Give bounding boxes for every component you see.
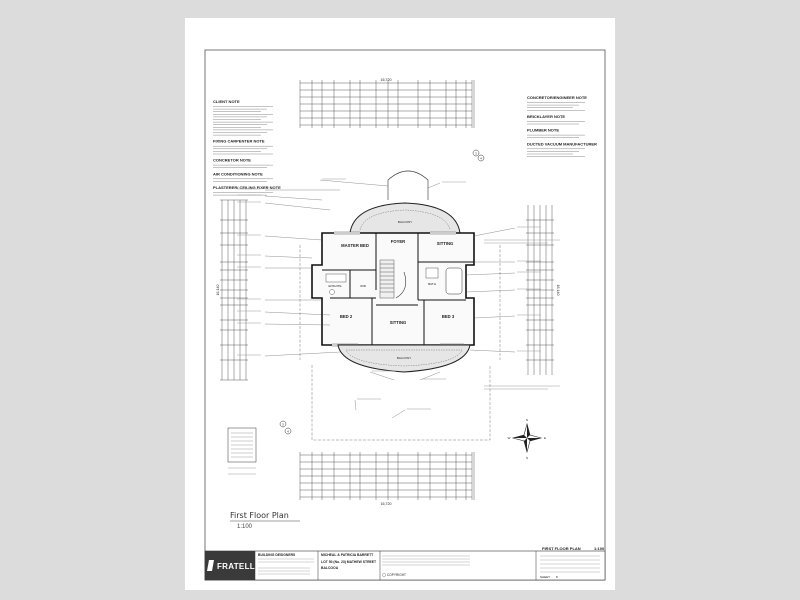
- logo-text: FRATELLE: [217, 562, 261, 571]
- right-notes: CONCRETOR/ENGINEER NOTE BRICKLAYER NOTE PL…: [527, 95, 597, 157]
- room-bed-2: BED 2: [340, 314, 353, 319]
- top-dimensions: [300, 82, 472, 126]
- logo-panel: [205, 551, 255, 580]
- sheet-title: FIRST FLOOR PLAN: [542, 546, 581, 551]
- compass-w: W: [508, 436, 511, 440]
- site-suburb: BALCOOA: [321, 566, 339, 570]
- svg-text:3: 3: [282, 423, 284, 427]
- ensuite-toilet: [329, 289, 335, 295]
- left-dimension-ticks: [220, 199, 248, 381]
- room-bath: BATH: [428, 282, 436, 286]
- overall-left-dimension: 16,140: [216, 285, 220, 296]
- sheet-label: SHEET: [540, 575, 550, 579]
- copyright-icon: [382, 573, 386, 577]
- room-sitting-top: SITTING: [437, 241, 454, 246]
- sheet-scale: 1:100: [594, 546, 605, 551]
- compass-e: E: [544, 436, 546, 440]
- left-notes: CLIENT NOTE FIXING CARPENTER NOTE CONCRETO…: [213, 99, 281, 196]
- section-callout-top: 3 4: [472, 149, 485, 162]
- room-master-bed: MASTER BED: [341, 243, 369, 248]
- svg-text:4: 4: [287, 430, 289, 434]
- bottom-dimensions: [300, 454, 472, 498]
- svg-text:3: 3: [475, 152, 477, 156]
- title-block: FRATELLE BUILDING DESIGNERS MICHEAL & PA…: [204, 546, 606, 581]
- logo-mark-icon: [207, 560, 214, 571]
- legend-box: [227, 427, 257, 475]
- balcony-top: [349, 202, 461, 234]
- balcony-bottom: [337, 344, 471, 373]
- right-dimension-ticks: [526, 219, 554, 361]
- room-bed-3: BED 3: [442, 314, 455, 319]
- room-foyer: FOYER: [391, 239, 405, 244]
- drawing-scale: 1:100: [237, 524, 253, 530]
- staircase: [379, 259, 395, 299]
- overall-right-dimension: 16,140: [556, 285, 560, 296]
- compass-n: N: [526, 418, 528, 422]
- note-heading: CONCRETOR/ENGINEER NOTE: [527, 95, 587, 100]
- room-ensuite: ENSUITE: [328, 284, 341, 288]
- bathtub: [445, 267, 463, 295]
- top-bay-window: [387, 170, 429, 200]
- client-name: MICHEAL & PATRICIA BARRETT: [321, 553, 374, 557]
- note-heading: AIR CONDITIONING NOTE: [213, 171, 263, 176]
- drawing-title: First Floor Plan: [230, 511, 289, 520]
- vanity: [425, 267, 439, 279]
- note-heading: FIXING CARPENTER NOTE: [213, 139, 265, 144]
- annotation-leaders: [237, 178, 560, 419]
- overall-top-dimension: 16,720: [381, 78, 392, 82]
- note-heading: PLASTERER/ CEILING FIXER NOTE: [213, 185, 281, 190]
- note-heading: DUCTED VACUUM MANUFACTURER: [527, 141, 597, 146]
- overall-bottom-dimension: 16,720: [381, 502, 392, 506]
- top-dimension-ticks: [299, 80, 475, 128]
- label-balcony-bottom: BALCONY: [397, 356, 411, 360]
- sheet-number: 8: [556, 575, 558, 579]
- ensuite-vanity: [325, 273, 347, 283]
- bottom-dimension-ticks: [299, 452, 475, 500]
- label-balcony-top: BALCONY: [398, 220, 412, 224]
- lower-roof-outline: [311, 365, 491, 441]
- note-heading: BRICKLAYER NOTE: [527, 114, 565, 119]
- section-callout-bottom: 3 4: [279, 420, 292, 435]
- site-address: LOT 50 (No. 23) MATHEW STREET: [321, 560, 377, 564]
- compass-s: S: [526, 456, 528, 460]
- designer-heading: BUILDING DESIGNERS: [258, 553, 296, 557]
- north-compass: N S E W: [508, 418, 546, 460]
- room-wir: WIR: [360, 284, 367, 288]
- note-heading: CLIENT NOTE: [213, 99, 240, 104]
- note-heading: PLUMBER NOTE: [527, 128, 559, 133]
- internal-walls: [322, 233, 474, 345]
- svg-text:4: 4: [480, 157, 482, 161]
- floor-plan: MASTER BED FOYER SITTING ENSUITE WIR BAT…: [299, 170, 501, 441]
- room-sitting-bottom: SITTING: [390, 320, 407, 325]
- note-heading: CONCRETOR NOTE: [213, 158, 251, 163]
- copyright-label: COPYRIGHT: [387, 573, 406, 577]
